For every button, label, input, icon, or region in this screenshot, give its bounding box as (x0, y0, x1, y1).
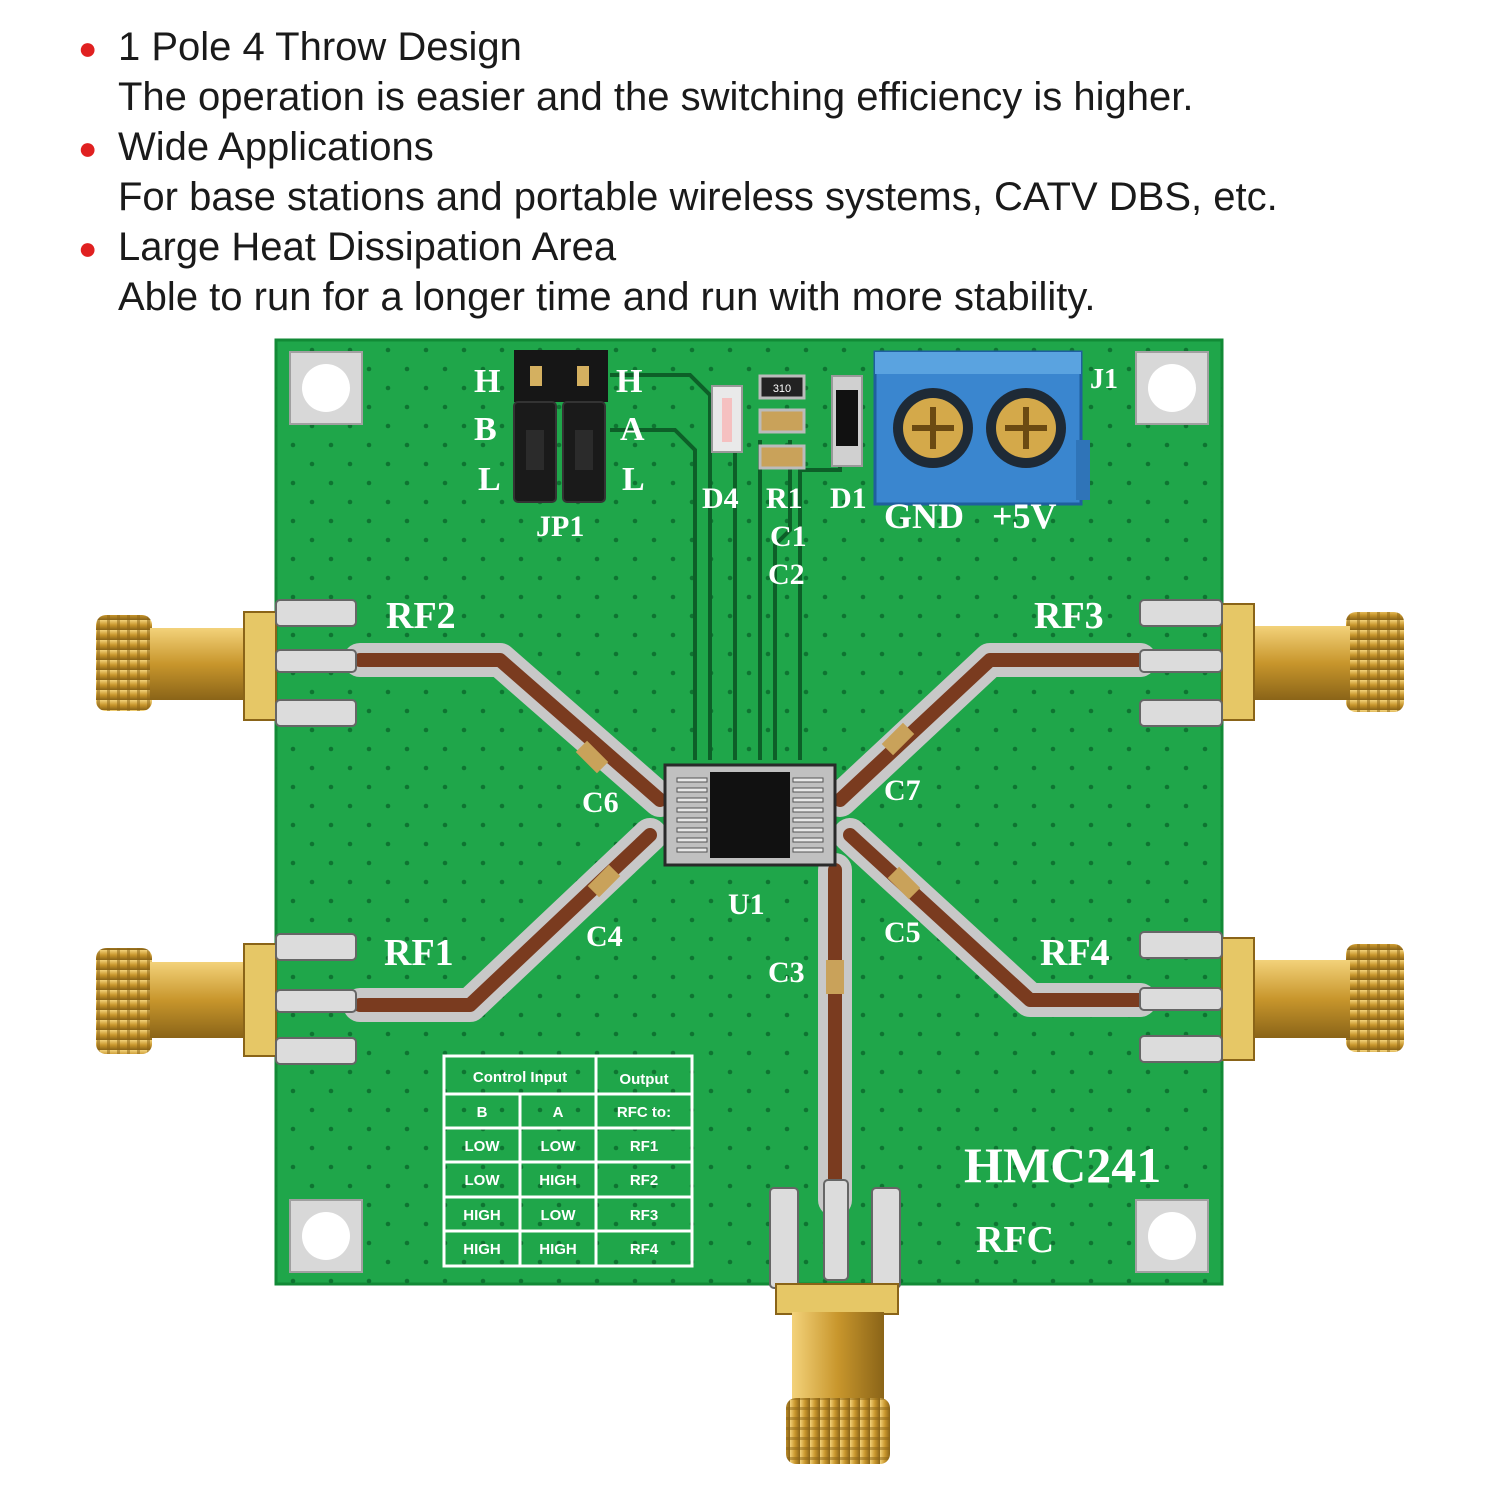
label-c3: C3 (768, 956, 805, 989)
table-cell: RF2 (630, 1172, 658, 1189)
feature-title: Large Heat Dissipation Area (118, 225, 617, 269)
sma-connector-rf2[interactable] (96, 599, 357, 727)
label-r1: R1 (766, 482, 803, 515)
silkscreen-labels: H B L H A L JP1 D4 R1 C1 C2 D1 J1 GND +5… (384, 363, 1161, 1261)
feature-title: Wide Applications (118, 125, 434, 169)
label-rf1: RF1 (384, 932, 454, 974)
model-label: HMC241 (964, 1137, 1161, 1193)
label-j1: J1 (1090, 364, 1118, 395)
table-cell: LOW (541, 1138, 577, 1155)
led-d4 (711, 385, 743, 453)
table-cell: RF3 (630, 1207, 658, 1224)
feature-item: ● 1 Pole 4 Throw Design The operation is… (78, 22, 1478, 122)
mounting-hole-icon (289, 351, 363, 425)
jumper-right-label: H (616, 363, 642, 400)
mounting-hole-icon (289, 1199, 363, 1273)
sma-connector-rf1[interactable] (96, 933, 357, 1065)
truth-table-text: Control Input Output B A RFC to: LOW LOW… (463, 1069, 671, 1258)
label-gnd: GND (884, 496, 964, 536)
feature-title: 1 Pole 4 Throw Design (118, 25, 522, 69)
jumper-left-label: L (478, 461, 501, 498)
label-vcc: +5V (992, 496, 1057, 536)
table-cell: RF4 (630, 1241, 659, 1258)
mounting-hole-icon (1135, 1199, 1209, 1273)
jumper-header-jp1[interactable] (513, 350, 608, 503)
table-header-control: Control Input (473, 1069, 567, 1086)
jumper-left-label: B (474, 411, 497, 448)
jumper-name: JP1 (536, 510, 584, 543)
feature-item: ● Wide Applications For base stations an… (78, 122, 1478, 222)
feature-list: ● 1 Pole 4 Throw Design The operation is… (78, 22, 1478, 322)
table-cell: LOW (465, 1138, 501, 1155)
label-c2: C2 (768, 558, 805, 591)
table-cell: RF1 (630, 1138, 658, 1155)
jumper-left-label: H (474, 363, 500, 400)
sma-connector-rf4[interactable] (1139, 931, 1404, 1063)
table-cell: HIGH (463, 1241, 501, 1258)
feature-description: For base stations and portable wireless … (118, 175, 1278, 219)
diode-d1 (831, 375, 863, 467)
label-d1: D1 (830, 482, 867, 515)
capacitor-icon (575, 722, 921, 994)
table-cell: HIGH (539, 1172, 577, 1189)
label-c1: C1 (770, 520, 807, 553)
terminal-block-j1[interactable] (873, 350, 1090, 506)
ic-chip-u1 (663, 763, 837, 867)
table-cell: HIGH (463, 1207, 501, 1224)
bullet-icon: ● (78, 30, 98, 66)
bullet-icon: ● (78, 130, 98, 166)
label-d4: D4 (702, 482, 739, 515)
truth-table (442, 1054, 694, 1268)
table-subheader-b: B (477, 1104, 488, 1121)
table-cell: HIGH (539, 1241, 577, 1258)
resistor-code: 310 (773, 383, 791, 395)
label-c5: C5 (884, 916, 921, 949)
feature-description: The operation is easier and the switchin… (118, 75, 1194, 119)
label-u1: U1 (728, 888, 765, 921)
table-header-output: Output (619, 1071, 668, 1088)
table-subheader-a: A (553, 1104, 564, 1121)
feature-item: ● Large Heat Dissipation Area Able to ru… (78, 222, 1478, 322)
bullet-icon: ● (78, 230, 98, 266)
label-rf4: RF4 (1040, 932, 1110, 974)
jumper-right-label: L (622, 461, 645, 498)
feature-description: Able to run for a longer time and run wi… (118, 275, 1096, 319)
sma-connector-rf3[interactable] (1139, 599, 1404, 727)
table-cell: LOW (465, 1172, 501, 1189)
smd-components: 310 (758, 374, 806, 470)
label-rf2: RF2 (386, 595, 456, 637)
jumper-right-label: A (620, 411, 645, 448)
table-cell: LOW (541, 1207, 577, 1224)
label-c4: C4 (586, 920, 623, 953)
sma-connector-rfc[interactable] (769, 1179, 901, 1464)
mounting-hole-icon (1135, 351, 1209, 425)
label-rf3: RF3 (1034, 595, 1104, 637)
label-c7: C7 (884, 774, 921, 807)
label-c6: C6 (582, 786, 619, 819)
label-rfc: RFC (976, 1219, 1054, 1261)
table-subheader-out: RFC to: (617, 1104, 671, 1121)
control-traces (610, 373, 842, 760)
